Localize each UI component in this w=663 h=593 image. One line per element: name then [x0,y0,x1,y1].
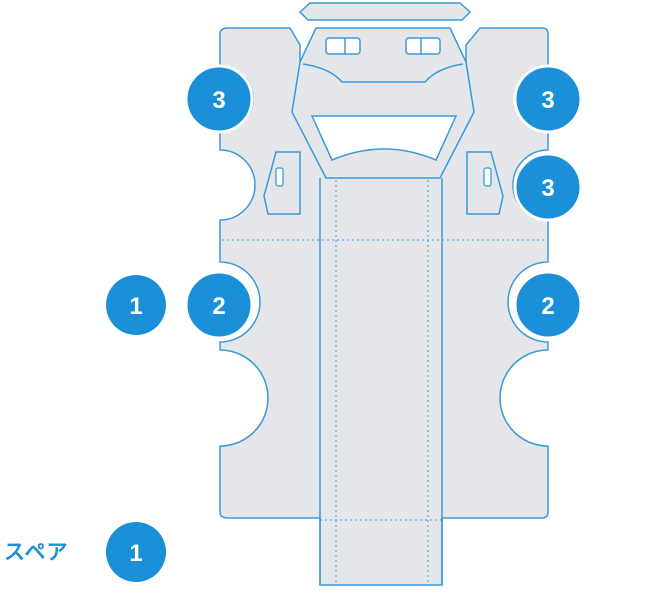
badge-3-left-top: 3 [184,64,254,134]
badge-1-spare: 1 [106,522,166,582]
badge-label: 2 [541,293,554,320]
badge-3-right-mid: 3 [513,152,583,222]
badge-label: 3 [212,87,225,114]
right-lens-slot [405,37,441,55]
center-strap [319,178,443,585]
head-frame [291,27,475,179]
left-side-clip [263,151,301,215]
badge-label: 1 [129,293,142,320]
badge-2-right: 2 [513,270,583,340]
body-panel [219,27,549,586]
badge-label: 3 [541,175,554,202]
spare-label: スペア [4,540,69,564]
badge-label: 1 [129,540,142,567]
face-cutout [310,115,458,161]
badge-3-right-top: 3 [513,64,583,134]
lens-band [302,63,464,83]
badge-2-left: 2 [184,270,254,340]
badge-1-outside: 1 [106,275,166,335]
visor-strip [298,2,472,21]
left-lens-slot [325,37,361,55]
badge-label: 3 [541,87,554,114]
right-side-clip [466,151,504,215]
badge-label: 2 [212,293,225,320]
